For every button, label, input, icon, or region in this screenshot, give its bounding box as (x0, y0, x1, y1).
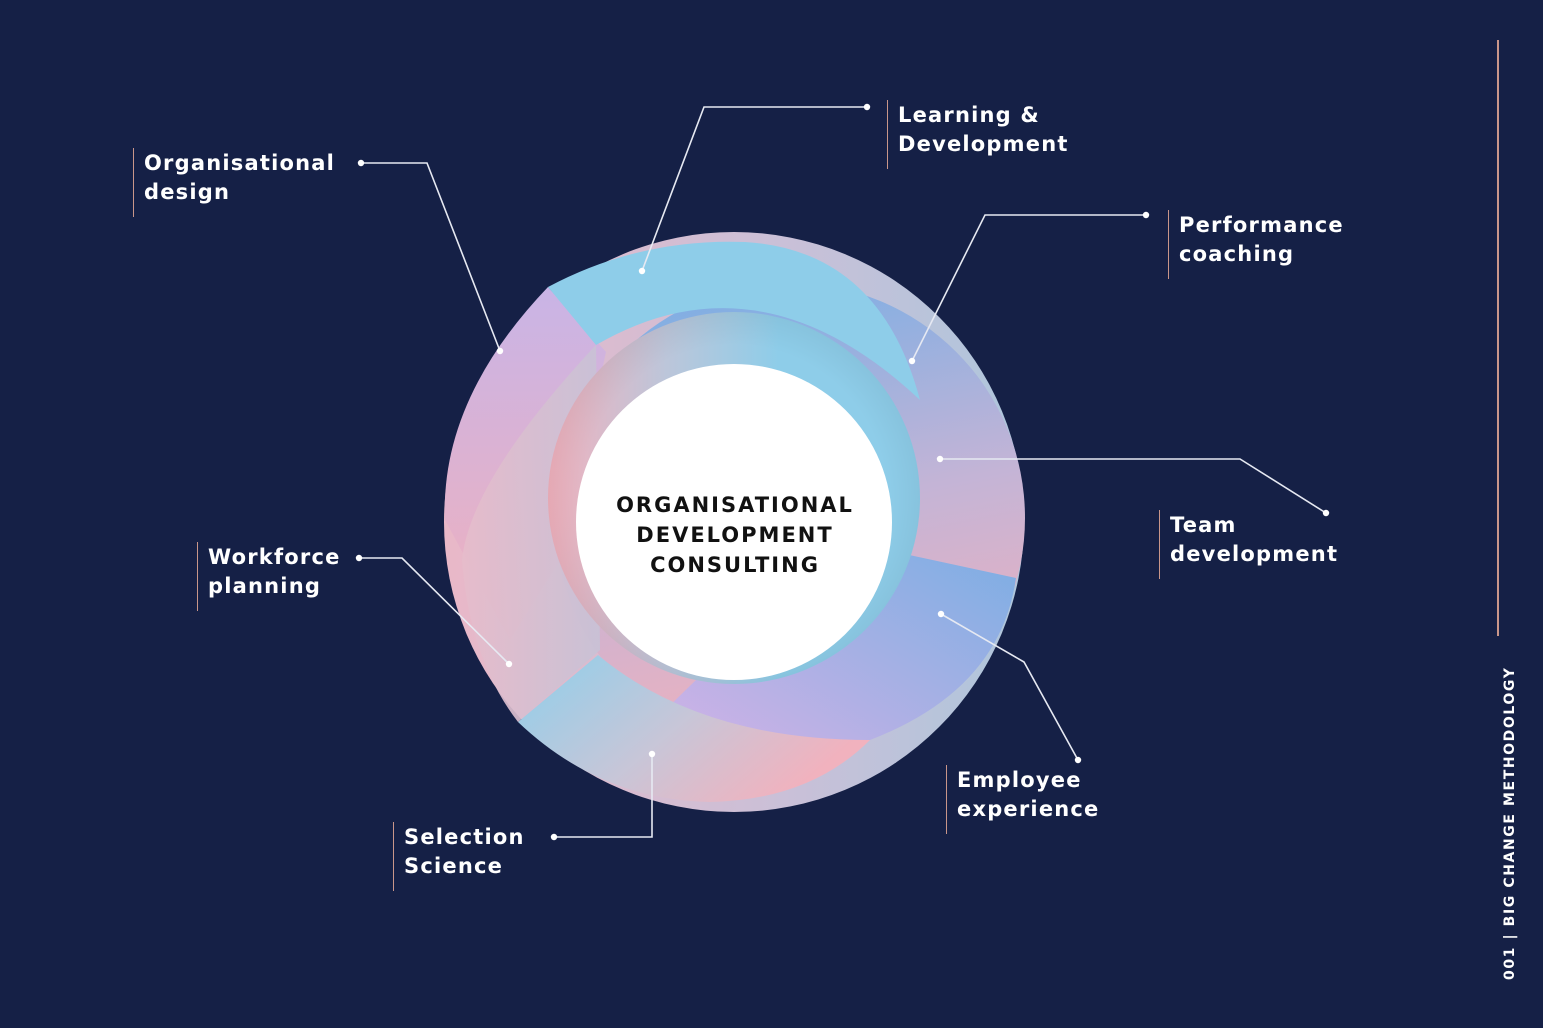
center-title-line3: CONSULTING (650, 553, 820, 577)
connector-organisational-design (361, 162, 501, 352)
connector-dots (355, 103, 1330, 841)
label-workforce-planning: Workforce planning (197, 542, 341, 611)
label-team-development: Team development (1159, 510, 1338, 579)
label-employee-experience: Employee experience (946, 765, 1100, 834)
connector-performance-coaching (911, 214, 1146, 362)
side-divider (1497, 40, 1499, 636)
label-text: Performance (1179, 213, 1344, 237)
connector-employee-experience (940, 613, 1079, 761)
center-circle (576, 364, 892, 680)
connector-workforce-planning (359, 557, 510, 665)
connector-team-development (940, 458, 1327, 514)
side-caption: 001 | BIG CHANGE METHODOLOGY (1502, 666, 1518, 980)
center-title-line1: ORGANISATIONAL (616, 493, 854, 517)
label-text: Learning & (898, 103, 1040, 127)
label-text: Employee (957, 768, 1082, 792)
label-text: Organisational (144, 151, 336, 175)
label-text: Science (404, 854, 504, 878)
label-text: Team (1170, 513, 1237, 537)
label-text: Selection (404, 825, 525, 849)
label-text: design (144, 180, 231, 204)
connector-selection-science (554, 754, 653, 838)
label-text: Workforce (208, 545, 341, 569)
connector-lines (359, 106, 1327, 838)
label-text: planning (208, 574, 322, 598)
label-organisational-design: Organisational design (133, 148, 335, 217)
segment-selection-science (518, 655, 870, 802)
label-learning-development: Learning & Development (887, 100, 1069, 169)
segment-learning-development (548, 241, 920, 400)
center-title: ORGANISATIONAL DEVELOPMENT CONSULTING (590, 490, 880, 580)
label-text: coaching (1179, 242, 1295, 266)
label-performance-coaching: Performance coaching (1168, 210, 1344, 279)
center-title-line2: DEVELOPMENT (636, 523, 834, 547)
label-text: experience (957, 797, 1100, 821)
label-text: Development (898, 132, 1069, 156)
connector-learning-development (641, 106, 867, 272)
label-text: development (1170, 542, 1339, 566)
label-selection-science: Selection Science (393, 822, 525, 891)
